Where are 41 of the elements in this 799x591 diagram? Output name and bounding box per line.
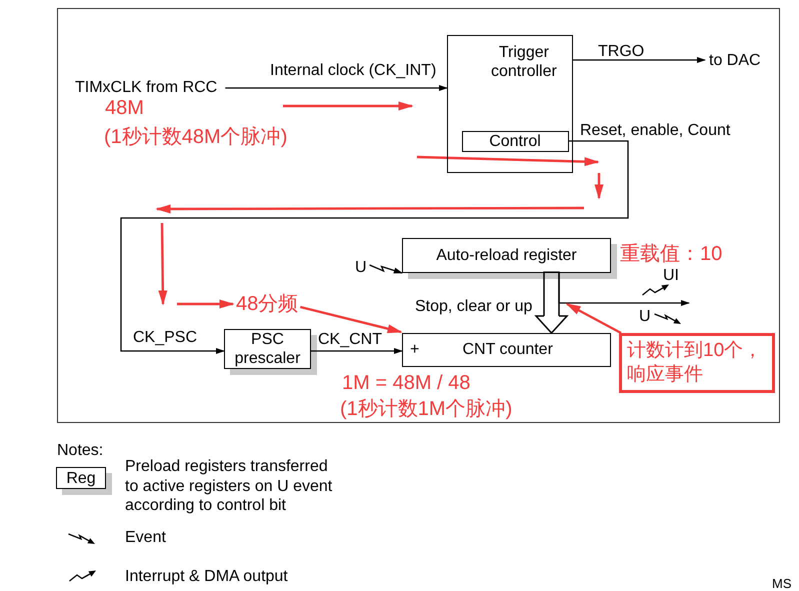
annotation-arrow [177,300,234,308]
legend-text: Preload registers transferred to active registers on U event according to control bit [125,457,334,516]
annotation-text: 重载值：10 [620,243,722,265]
arrow [573,57,706,63]
annotation-arrow [300,306,402,334]
counter-box [402,333,611,367]
figure-code: MS [772,576,792,590]
legend-text: Interrupt & DMA output [125,567,288,586]
leader-arrow [566,302,622,334]
connector-arrow [120,140,629,354]
legend-text: Event [125,528,166,548]
notes-heading: Notes: [57,440,104,460]
annotation-text: 48M [105,97,144,119]
arrow [225,85,448,91]
note-box: 计数计到10个，响应事件 [619,333,775,393]
output-arrow [558,273,690,306]
register-sample: Reg [56,467,106,489]
edge-label: Stop, clear or up [415,296,532,316]
control-box: Control [462,130,568,152]
signal-label: U [355,258,367,276]
edge-label: Reset, enable, Count [580,120,730,140]
annotation-text: (1秒计数48M个脉冲) [104,126,288,148]
signal-label: U [639,306,651,326]
plus-sign: + [410,340,420,359]
edge-label: Internal clock (CK_INT) [270,60,436,80]
edge-label: TRGO [598,42,644,60]
signal-label: CK_PSC [133,328,198,346]
output-label: to DAC [709,50,761,70]
signal-label: UI [663,266,679,284]
input-label: TIMxCLK from RCC [75,78,218,96]
event-arrow [369,264,403,274]
annotation-text: (1秒计数1M个脉冲) [340,398,512,420]
edge-label: CK_CNT [318,330,382,348]
box-title: Trigger controller [491,43,557,81]
register-box: Auto-reload register [402,238,611,273]
arrow [311,348,403,354]
register-box: PSC prescaler [224,329,311,369]
controller-box [447,35,573,173]
box-label: CNT counter [462,340,553,359]
annotation-text: 1M = 48M / 48 [342,372,470,394]
annotation-text: 48分频 [236,293,298,315]
